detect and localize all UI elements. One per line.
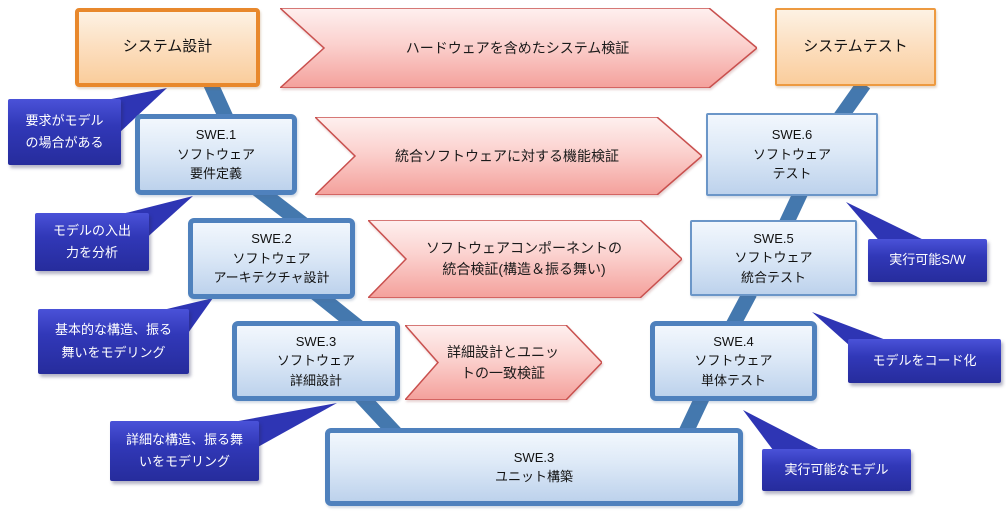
process-box-swe2-architecture: SWE.2 ソフトウェア アーキテクチャ設計 xyxy=(188,218,355,299)
verification-arrow-unit: 詳細設計とユニッ トの一致検証 xyxy=(405,325,602,400)
chevron-arrow-icon xyxy=(405,325,602,400)
phase-box-system-test: システムテスト xyxy=(775,8,936,86)
verification-arrow-integration: ソフトウェアコンポーネントの 統合検証(構造＆振る舞い) xyxy=(368,220,682,298)
verification-arrow-functional: 統合ソフトウェアに対する機能検証 xyxy=(315,117,702,195)
verification-arrow-system-label: ハードウェアを含めたシステム検証 xyxy=(405,39,630,56)
verification-arrow-integration-label: ソフトウェアコンポーネントの 統合検証(構造＆振る舞い) xyxy=(426,240,622,277)
process-box-swe3-unit-construction: SWE.3 ユニット構築 xyxy=(325,428,743,506)
process-box-swe1-requirements: SWE.1 ソフトウェア 要件定義 xyxy=(135,114,297,195)
chevron-arrow-icon xyxy=(280,8,757,88)
callout-model-basic-structure-behavior: 基本的な構造、振る 舞いをモデリング xyxy=(38,309,189,374)
callout-executable-sw: 実行可能S/W xyxy=(868,239,987,282)
verification-arrow-unit-label: 詳細設計とユニッ トの一致検証 xyxy=(447,343,559,381)
verification-arrow-system: ハードウェアを含めたシステム検証 xyxy=(280,8,757,88)
chevron-arrow-icon xyxy=(368,220,682,298)
callout-model-to-code: モデルをコード化 xyxy=(848,339,1001,383)
process-box-swe6-software-test: SWE.6 ソフトウェア テスト xyxy=(706,113,878,196)
callout-requirements-may-be-model: 要求がモデル の場合がある xyxy=(8,99,121,165)
process-box-swe5-integration-test: SWE.5 ソフトウェア 統合テスト xyxy=(690,220,857,296)
phase-box-system-design: システム設計 xyxy=(75,8,260,87)
chevron-arrow-icon xyxy=(315,117,702,195)
callout-analyze-model-io: モデルの入出 力を分析 xyxy=(35,213,149,271)
callout-model-detailed-structure-behavior: 詳細な構造、振る舞 いをモデリング xyxy=(110,421,259,481)
callout-executable-model: 実行可能なモデル xyxy=(762,449,911,491)
verification-arrow-functional-label: 統合ソフトウェアに対する機能検証 xyxy=(395,147,619,164)
process-box-swe4-unit-test: SWE.4 ソフトウェア 単体テスト xyxy=(650,321,817,401)
process-box-swe3-detailed-design: SWE.3 ソフトウェア 詳細設計 xyxy=(232,321,400,401)
